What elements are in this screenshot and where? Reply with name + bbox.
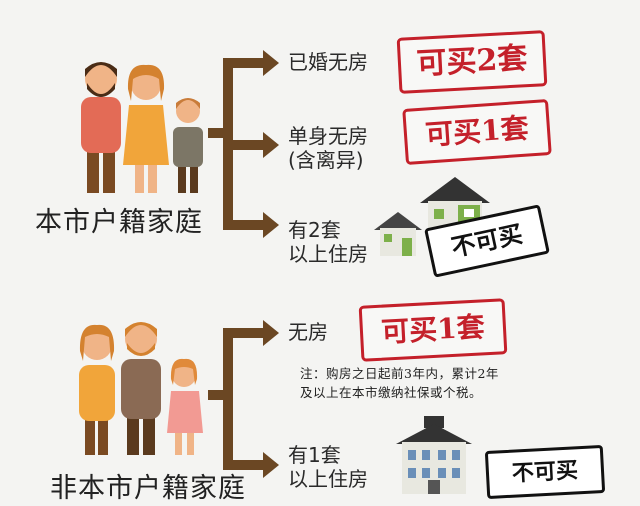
group-title-nonlocal: 非本市户籍家庭 — [50, 473, 246, 504]
branch-label-single-no-house: 单身无房 (含离异) — [288, 124, 368, 172]
branch-label-married-no-house: 已婚无房 — [288, 50, 368, 74]
result-stamp-buy-1-nonlocal: 可买1套 — [358, 298, 508, 362]
branch-label-1plus-house: 有1套 以上住房 — [288, 443, 368, 491]
branch-arrows-local — [208, 50, 279, 238]
father-figure — [81, 62, 121, 193]
family-illustration-local — [81, 62, 203, 193]
building-icon — [396, 416, 472, 494]
result-stamp-buy-2: 可买2套 — [396, 30, 548, 94]
result-stamp-no-buy-nonlocal: 不可买 — [484, 444, 606, 500]
mother-figure — [123, 64, 169, 193]
family-illustration-nonlocal — [79, 322, 203, 455]
group-title-local: 本市户籍家庭 — [35, 207, 203, 238]
child-figure — [173, 98, 203, 193]
child-figure — [167, 358, 203, 455]
small-house-icon — [374, 212, 422, 256]
result-stamp-buy-1-local: 可买1套 — [402, 98, 552, 166]
eligibility-note: 注：购房之日起前3年内，累计2年 及以上在本市缴纳社保或个税。 — [300, 366, 499, 400]
father-figure — [121, 322, 161, 455]
mother-figure — [79, 324, 115, 455]
branch-arrows-nonlocal — [208, 320, 279, 478]
branch-label-no-house: 无房 — [288, 320, 328, 344]
branch-label-2plus-houses: 有2套 以上住房 — [288, 218, 368, 266]
